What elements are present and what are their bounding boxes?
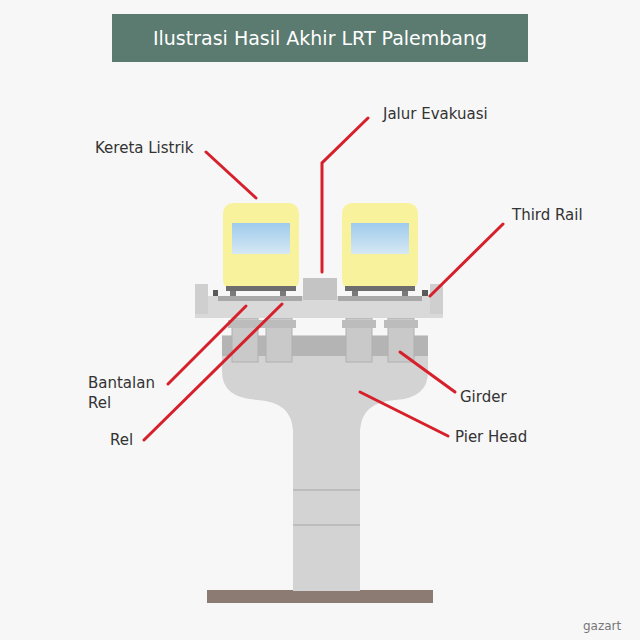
leader-line <box>360 392 448 436</box>
pier-base <box>207 590 433 603</box>
third-rail <box>213 290 218 296</box>
electric-train <box>223 203 299 291</box>
parapet <box>195 284 208 314</box>
third-rail <box>422 290 428 296</box>
part-label: Kereta Listrik <box>95 138 193 158</box>
part-label: Pier Head <box>455 427 527 447</box>
part-label: Girder <box>460 387 507 407</box>
column-joint <box>293 524 360 526</box>
electric-train <box>342 203 418 291</box>
part-label: Rel <box>110 430 133 450</box>
part-label: Jalur Evakuasi <box>383 104 488 124</box>
leader-line <box>322 118 368 272</box>
leader-line <box>168 306 246 384</box>
leader-line <box>430 224 503 296</box>
title-banner: Ilustrasi Hasil Akhir LRT Palembang <box>112 14 528 62</box>
column-joint <box>293 489 360 491</box>
leader-lines <box>144 118 503 440</box>
part-label: Bantalan Rel <box>88 373 166 413</box>
leader-line <box>206 152 256 198</box>
watermark: gazart <box>583 616 621 636</box>
girder-bearing <box>228 320 418 328</box>
part-label: Third Rail <box>512 205 583 225</box>
leader-line <box>144 304 282 440</box>
evacuation-walkway <box>303 278 337 300</box>
leader-line <box>400 352 455 392</box>
sleeper <box>218 296 422 301</box>
